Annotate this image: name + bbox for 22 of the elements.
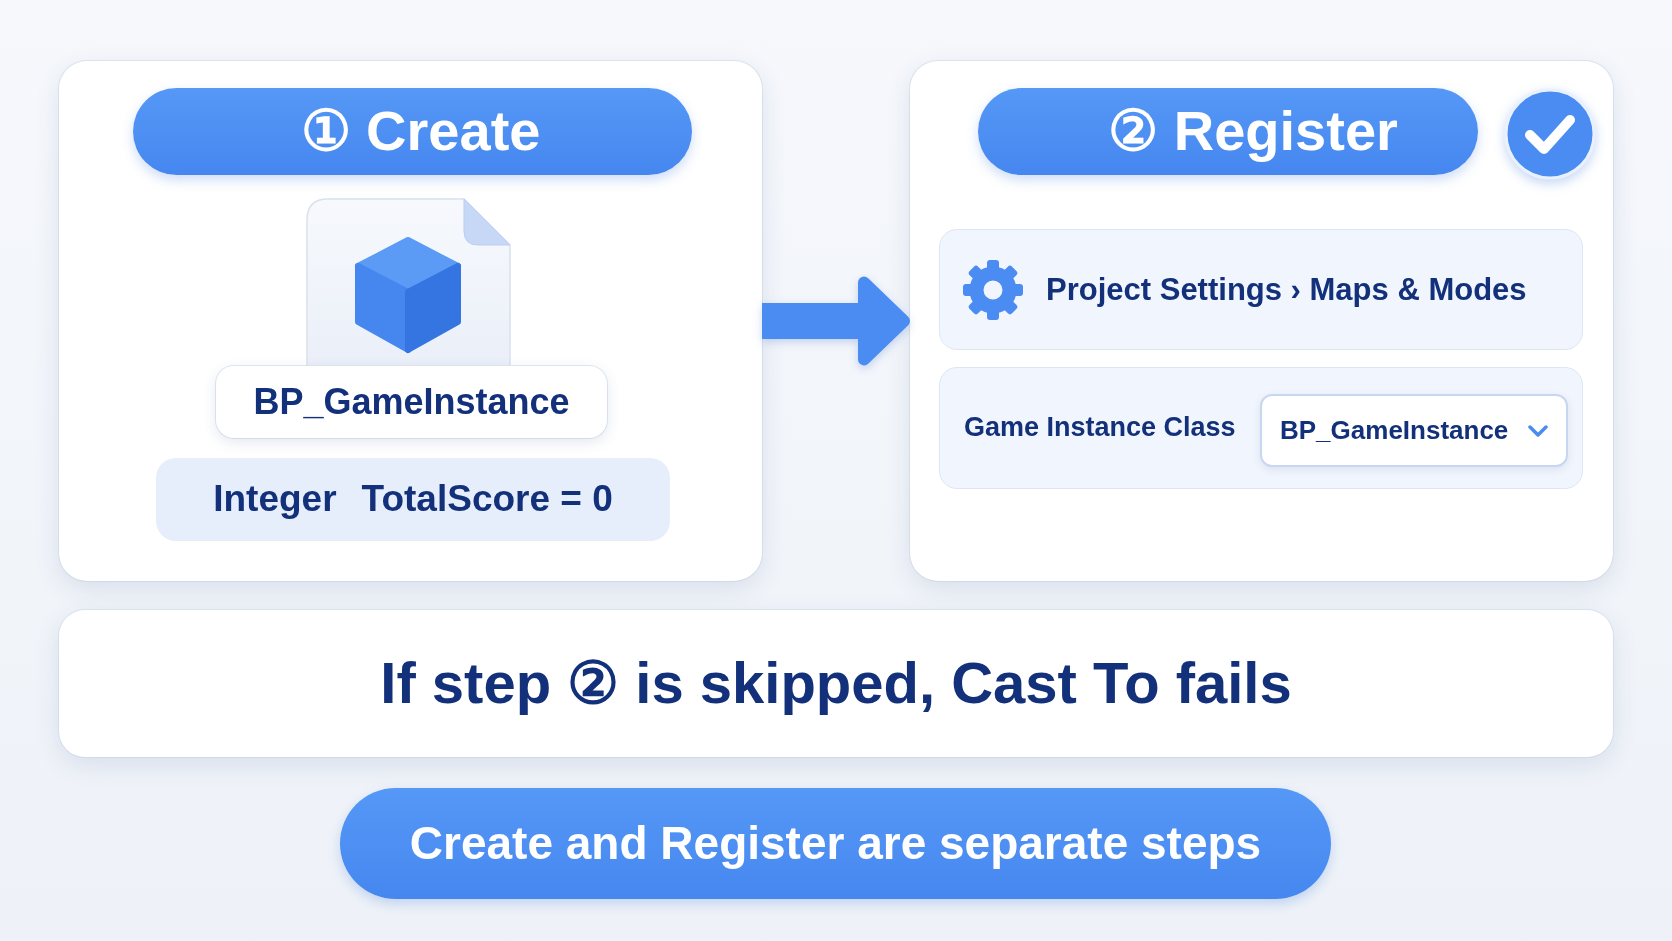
step-title: ② Register xyxy=(1108,99,1398,164)
variable-type: Integer xyxy=(213,478,337,521)
step-pill xyxy=(978,88,1478,175)
step-title: ① Create xyxy=(300,99,541,164)
arrow xyxy=(762,276,910,366)
setting-label: Game Instance Class xyxy=(964,412,1236,444)
setting-row xyxy=(939,367,1583,489)
summary-pill xyxy=(340,788,1331,899)
summary-text: Create and Register are separate steps xyxy=(409,817,1262,870)
asset-name: BP_GameInstance xyxy=(253,381,570,423)
asset-name-box xyxy=(216,366,607,438)
variable-box xyxy=(156,458,670,541)
dropdown-field xyxy=(1260,394,1568,467)
warning-banner xyxy=(59,610,1613,757)
selected-value: BP_GameInstance xyxy=(1280,415,1509,446)
variable-declaration: TotalScore = 0 xyxy=(361,478,613,521)
settings-path-row xyxy=(939,229,1583,350)
settings-path: Project Settings › Maps & Modes xyxy=(1046,271,1527,308)
warning-text: If step ② is skipped, Cast To fails xyxy=(380,650,1292,717)
step-card xyxy=(910,61,1613,581)
step-card xyxy=(59,61,762,581)
step-pill xyxy=(133,88,692,175)
